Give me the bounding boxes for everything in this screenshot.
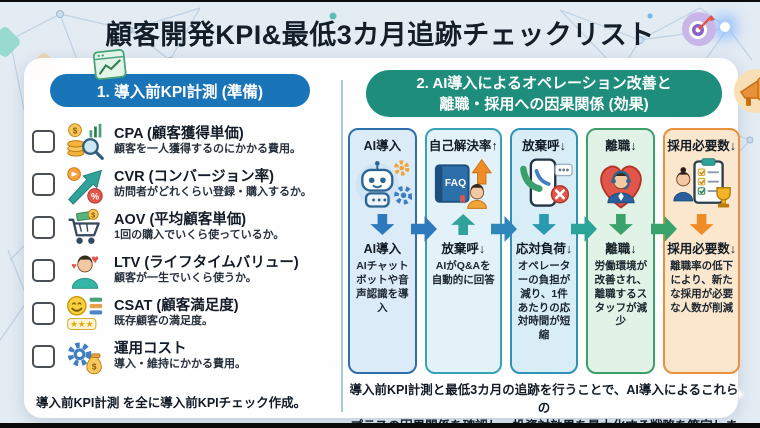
svg-text:♥: ♥ <box>91 251 99 266</box>
top-letterbox <box>0 0 760 2</box>
column-top-label: 採用必要数↓ <box>667 139 737 153</box>
money-search-icon: $ <box>67 122 104 160</box>
flow-column-abandoned-calls: 放棄呼↓ 応対負荷↓ オペレーターの負担が減り、1件あたりの応対時間が短縮 <box>509 128 579 374</box>
conversion-rate-icon: % <box>67 166 103 205</box>
list-item-cost: $ 運用コスト 導入・維持にかかる費用。 <box>32 335 340 378</box>
right-panel-footer: 導入前KPI計測と最低3カ月の追跡を行うことで、AI導入によるこれらの プラスの… <box>346 381 742 428</box>
list-item-csat: ★★★ CSAT (顧客満足度) 既存顧客の満足度。 <box>32 292 340 335</box>
cvr-checkbox[interactable] <box>32 173 55 196</box>
column-top-label: 離職↓ <box>605 139 637 153</box>
down-arrow-icon <box>608 214 633 235</box>
right-section-header: 2. AI導入によるオペレーション改善と 離職・採用への因果関係 (効果) <box>366 70 722 117</box>
column-top-label: 自己解決率↑ <box>428 139 498 153</box>
up-arrow-icon <box>451 214 476 235</box>
svg-text:$: $ <box>92 362 97 371</box>
down-arrow-icon <box>532 214 556 235</box>
aov-checkbox[interactable] <box>32 216 55 239</box>
bottom-letterbox <box>0 423 760 428</box>
column-mid-label: 放棄呼↓ <box>441 242 486 256</box>
kpi-title: 運用コスト <box>114 341 187 358</box>
kpi-desc: 既存顧客の満足度。 <box>114 314 213 327</box>
right-header-line1: 2. AI導入によるオペレーション改善と <box>416 74 672 92</box>
svg-text:FAQ: FAQ <box>445 178 466 189</box>
svg-text:%: % <box>91 191 99 201</box>
ai-robot-icon <box>356 160 413 208</box>
causal-flow: AI導入 AI導入 AIチャットボットや音声認識を導入 <box>348 128 741 374</box>
sparkle-decoration: ✦ <box>733 387 746 404</box>
gear-cost-icon: $ <box>67 341 102 374</box>
content-card: 1. 導入前KPI計測 (準備) $ CPA (顧客獲得単価) 顧客を一人獲得す… <box>24 58 741 428</box>
target-icon <box>681 11 717 52</box>
kpi-title: LTV (ライフタイムバリュー) <box>114 255 299 272</box>
kpi-title: AOV (平均顧客単価) <box>114 212 247 229</box>
right-header-line2: 離職・採用への因果関係 (効果) <box>439 95 649 113</box>
cpa-checkbox[interactable] <box>32 130 55 153</box>
customer-loyalty-icon: ♥ ♥ <box>71 251 99 289</box>
column-desc: 労働環境が改善され、離職するスタッフが減少 <box>594 260 648 328</box>
svg-text:$: $ <box>73 126 78 135</box>
column-desc: 離職率の低下により、新たな採用が必要な人数が削減 <box>670 260 734 314</box>
flow-column-self-resolution: 自己解決率↑ FAQ 放棄呼↓ AIがQ&Aを自動的に回答 <box>424 128 502 374</box>
column-mid-label: 採用必要数↓ <box>667 242 737 256</box>
list-item-cvr: % CVR (コンバージョン率) 訪問者がどれくらい登録・購入するか。 <box>32 163 340 206</box>
csat-checkbox[interactable] <box>32 302 55 325</box>
list-item-aov: $ AOV (平均顧客単価) 1回の購入でいくら使っているか。 <box>32 206 340 249</box>
column-top-label: 放棄呼↓ <box>522 139 566 153</box>
column-top-label: AI導入 <box>363 139 402 153</box>
ltv-checkbox[interactable] <box>32 259 55 282</box>
kpi-title: CPA (顧客獲得単価) <box>114 126 244 143</box>
page-title: 顧客開発KPI&最低3カ月追跡チェックリスト <box>105 20 655 50</box>
column-mid-label: 応対負荷↓ <box>515 242 573 256</box>
list-item-ltv: ♥ ♥ LTV (ライフタイムバリュー) 顧客が一生でいくら使うか。 <box>32 249 340 292</box>
kpi-checklist: $ CPA (顧客獲得単価) 顧客を一人獲得するのにかかる費用。 <box>32 120 340 378</box>
megaphone-icon <box>733 68 760 119</box>
abandoned-call-icon <box>520 158 573 207</box>
column-desc: オペレーターの負担が減り、1件あたりの応対時間が短縮 <box>517 260 571 342</box>
kpi-title: CVR (コンバージョン率) <box>114 169 275 186</box>
kpi-desc: 訪問者がどれくらい登録・購入するか。 <box>114 185 312 198</box>
kpi-desc: 顧客を一人獲得するのにかかる費用。 <box>114 142 301 155</box>
list-item-cpa: $ CPA (顧客獲得単価) 顧客を一人獲得するのにかかる費用。 <box>32 120 340 163</box>
kpi-desc: 1回の購入でいくら使っているか。 <box>114 228 285 241</box>
kpi-title: CSAT (顧客満足度) <box>114 298 239 315</box>
chart-window-icon <box>92 48 127 85</box>
down-arrow-icon <box>370 214 395 235</box>
column-desc: AIがQ&Aを自動的に回答 <box>431 260 495 286</box>
cost-checkbox[interactable] <box>32 345 55 368</box>
flow-column-attrition: 離職↓ 離職↓ 労働環境が改善され、離職するスタッフが減少 <box>586 128 656 374</box>
column-mid-label: AI導入 <box>363 242 402 256</box>
right-footer-line1: 導入前KPI計測と最低3カ月の追跡を行うことで、AI導入によるこれらの <box>349 383 739 416</box>
faq-book-icon: FAQ <box>435 158 493 209</box>
column-mid-label: 離職↓ <box>605 242 637 256</box>
down-arrow-icon <box>689 214 714 235</box>
column-desc: AIチャットボットや音声認識を導入 <box>356 260 409 314</box>
shopping-cart-icon: $ <box>68 208 100 244</box>
svg-text:$: $ <box>91 210 95 219</box>
left-panel-footer: 導入前KPI計測 を全に導入前KPIチェック作成。 <box>36 396 307 410</box>
kpi-desc: 導入・維持にかかる費用。 <box>114 357 246 370</box>
left-section-header: 1. 導入前KPI計測 (準備) <box>50 74 310 107</box>
svg-text:♥: ♥ <box>71 261 76 271</box>
retention-heart-icon <box>600 165 642 209</box>
panel-divider <box>341 80 343 412</box>
satisfaction-rating-icon: ★★★ <box>67 295 103 330</box>
flow-column-ai-adoption: AI導入 AI導入 AIチャットボットや音声認識を導入 <box>348 128 417 374</box>
flow-column-hiring-needs: 採用必要数↓ <box>663 128 741 374</box>
kpi-desc: 顧客が一生でいくら使うか。 <box>114 271 257 284</box>
glow-node-decoration <box>720 22 730 32</box>
svg-text:★★★: ★★★ <box>70 319 93 329</box>
hiring-checklist-icon <box>673 158 731 208</box>
